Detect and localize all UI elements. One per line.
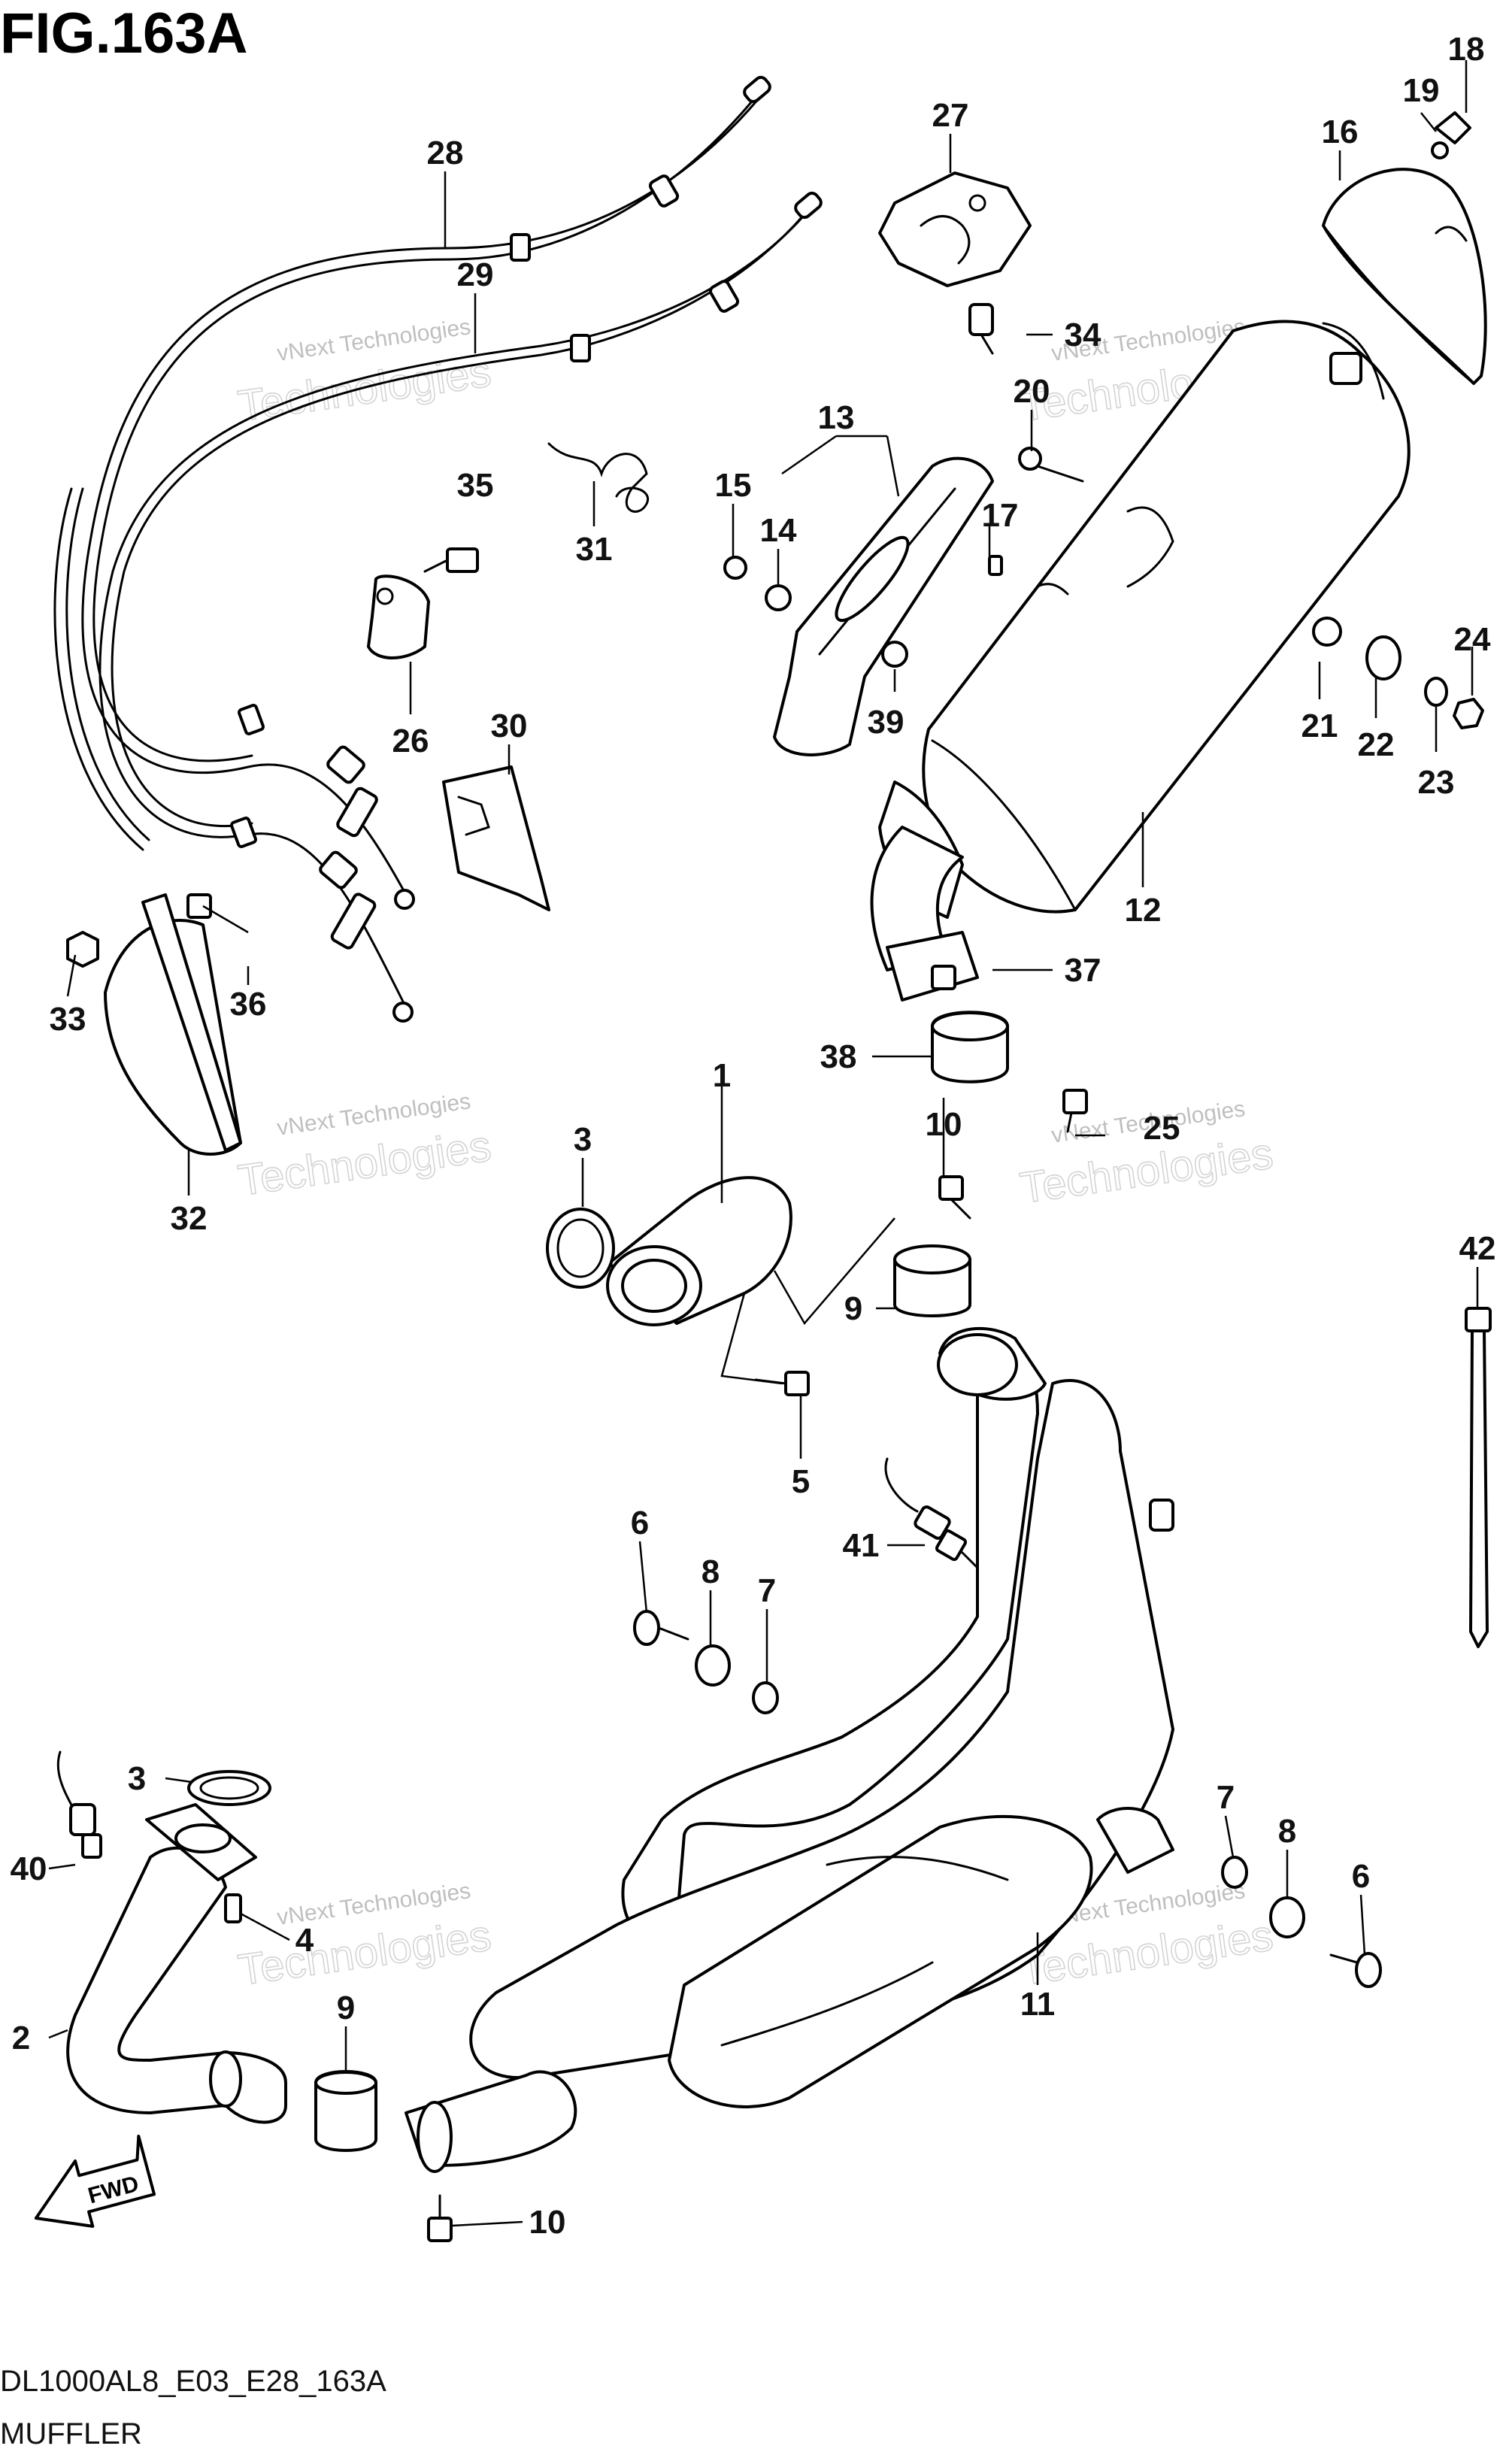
part-38-sleeve (931, 1011, 1009, 1083)
watermark-large: Technologies (235, 1121, 494, 1205)
callout-24: 24 (1454, 621, 1491, 658)
callout-39: 39 (868, 704, 905, 741)
callout-3-lower: 3 (128, 1760, 146, 1797)
callout-32: 32 (171, 1200, 208, 1237)
callout-4: 4 (295, 1922, 314, 1959)
part-16-end-cap (1322, 168, 1487, 385)
callout-42: 42 (1459, 1230, 1496, 1267)
callout-7: 7 (758, 1572, 776, 1609)
part-13-heat-shield (773, 456, 994, 756)
callout-16: 16 (1322, 114, 1359, 150)
callout-12: 12 (1125, 892, 1162, 929)
callout-19: 19 (1403, 72, 1440, 109)
callout-37: 37 (1065, 952, 1101, 989)
callout-33: 33 (50, 1001, 86, 1038)
callout-35: 35 (457, 467, 494, 504)
callout-18: 18 (1448, 31, 1485, 68)
throttle-cables (53, 75, 823, 1023)
callout-2: 2 (12, 2020, 30, 2056)
fwd-direction-arrow: FWD (34, 2134, 156, 2228)
callout-41: 41 (843, 1527, 880, 1564)
callout-7-lower: 7 (1217, 1779, 1235, 1816)
callout-36: 36 (230, 986, 267, 1023)
part-42-cable-tie (1465, 1307, 1492, 1648)
callout-9: 9 (844, 1290, 862, 1327)
callout-6: 6 (631, 1505, 649, 1541)
callout-31: 31 (576, 531, 613, 568)
callout-6-lower: 6 (1352, 1858, 1370, 1895)
section-name: MUFFLER (0, 2417, 142, 2450)
callout-40: 40 (11, 1850, 47, 1887)
callout-30: 30 (491, 708, 528, 744)
callout-23: 23 (1418, 764, 1455, 801)
callout-20: 20 (1014, 373, 1050, 410)
callout-22: 22 (1358, 726, 1395, 763)
callout-26: 26 (392, 723, 429, 759)
figure-title: FIG.163A (0, 2, 247, 65)
part-32-lower-shield (104, 893, 242, 1156)
part-40-oxygen-sensor (56, 1750, 102, 1859)
part-31-clip (547, 442, 650, 513)
callout-34: 34 (1065, 317, 1101, 353)
callout-10-lower: 10 (529, 2204, 566, 2241)
callout-3: 3 (574, 1121, 592, 1158)
callout-11: 11 (1020, 1986, 1056, 2023)
part-27-pulley-cover (878, 171, 1032, 287)
callout-17: 17 (982, 497, 1019, 534)
callout-27: 27 (932, 97, 969, 134)
callout-5: 5 (792, 1463, 810, 1500)
callout-8-lower: 8 (1278, 1813, 1296, 1850)
callout-25: 25 (1144, 1110, 1180, 1147)
callout-9-lower: 9 (337, 1990, 355, 2026)
callout-1: 1 (713, 1057, 731, 1094)
part-9-sleeve-upper (893, 1244, 971, 1317)
callout-28: 28 (427, 135, 464, 171)
callout-13: 13 (818, 399, 855, 436)
part-2-front-pipe (66, 1803, 287, 2124)
callout-15: 15 (715, 467, 752, 504)
callout-14: 14 (760, 512, 797, 549)
part-30-bracket (442, 765, 550, 911)
callout-21: 21 (1301, 708, 1338, 744)
watermark-large: Technologies (235, 1911, 494, 1994)
callout-8: 8 (701, 1553, 720, 1590)
part-1-joint-pipe (606, 1176, 792, 1326)
leader-lines (48, 60, 1479, 2227)
part-11-exhaust-assembly (405, 1326, 1174, 2173)
part-41-oxygen-sensor (884, 1457, 979, 1569)
part-3-gasket-lower-inner (199, 1776, 259, 1800)
callout-10: 10 (926, 1106, 962, 1143)
callout-labels: 1 2 3 3 4 5 6 6 7 7 8 8 9 9 10 10 11 12 … (11, 31, 1496, 2241)
hardware-group (66, 111, 1484, 2242)
model-code: DL1000AL8_E03_E28_163A (0, 2365, 386, 2398)
part-9-sleeve-lower (314, 2070, 377, 2152)
callout-29: 29 (457, 256, 494, 293)
part-3-gasket-upper-inner (556, 1218, 605, 1278)
part-26-clamp (367, 574, 430, 659)
callout-38: 38 (820, 1038, 857, 1075)
